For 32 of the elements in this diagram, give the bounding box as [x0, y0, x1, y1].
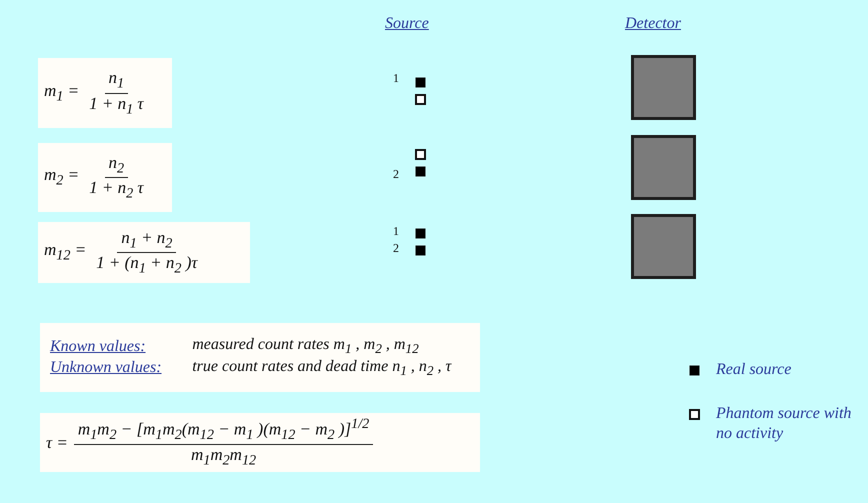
equation-lhs: m$_{2}$ = — [44, 165, 80, 190]
denominator: 1 + (n$_{1}$ + n$_{2}$ )τ — [95, 253, 199, 278]
detector-box — [631, 214, 696, 279]
equation-panel — [38, 222, 250, 283]
info-panel — [40, 323, 480, 392]
source-number: 1 — [393, 71, 399, 86]
value-heading: Unknown values: — [50, 359, 163, 378]
source-number: 2 — [393, 241, 399, 256]
equation-panel — [38, 58, 172, 128]
value-heading: Known values: — [50, 338, 147, 356]
equation-panel — [40, 413, 480, 472]
numerator: n$_{1}$ — [104, 68, 128, 94]
numerator: n$_{1}$ + n$_{2}$ — [117, 228, 176, 253]
detector-box — [631, 135, 696, 200]
denominator: 1 + n$_{2}$ τ — [88, 178, 145, 202]
source-number: 1 — [393, 224, 399, 239]
value-description: true count rates and dead time n$_{1}$ , n$_{2}$ , τ — [192, 358, 453, 379]
column-heading: Source — [385, 15, 429, 33]
equation-lhs: m$_{1}$ = — [44, 80, 80, 106]
equation-panel — [38, 143, 172, 212]
denominator: m$_{1}$m$_{2}$m$_{12}$ — [190, 444, 258, 470]
numerator: m$_{1}$m$_{2}$ − [m$_{1}$m$_{2}$(m$_{12}$ − m$_{1}$ )(m$_{12}$ − m$_{2}$ )]$^{1/2}$ — [74, 416, 374, 445]
column-heading: Detector — [625, 15, 681, 33]
detector-box — [631, 55, 696, 120]
equation-lhs: m$_{12}$ = — [44, 240, 86, 265]
value-description: measured count rates m$_{1}$ , m$_{2}$ , m$_{12}$ — [192, 336, 420, 358]
source-number: 2 — [393, 167, 399, 182]
legend-text: Real source — [716, 360, 792, 380]
legend-text: Phantom source with no activity — [716, 404, 852, 444]
denominator: 1 + n$_{1}$ τ — [88, 94, 145, 118]
numerator: n$_{2}$ — [104, 152, 128, 178]
equation-lhs: τ = — [46, 432, 68, 452]
